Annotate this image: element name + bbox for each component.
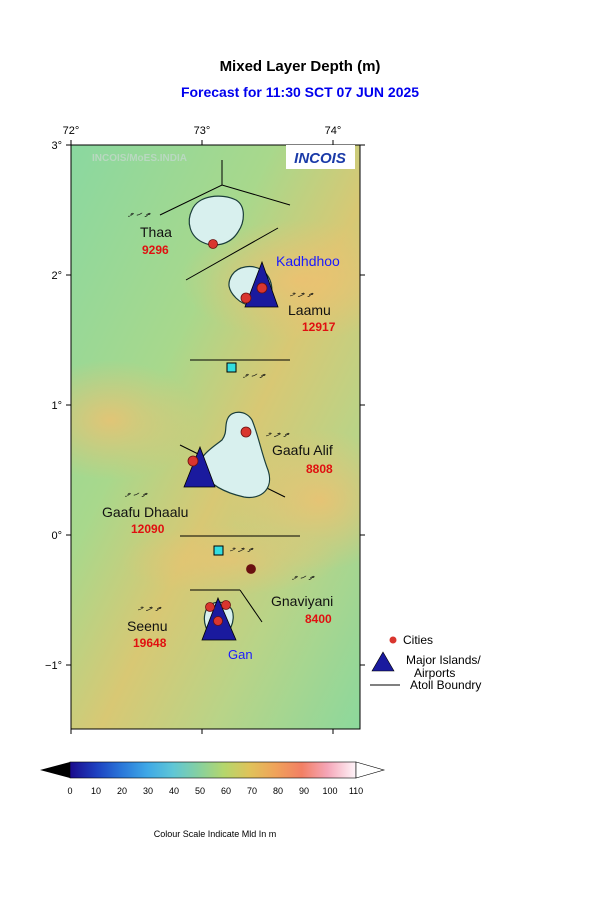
axis-ticks: [66, 140, 365, 734]
colorbar-ticks: 0 10 20 30 40 50 60 70 80 90 100 110: [67, 786, 363, 796]
lat-tick-minus1: −1°: [45, 660, 62, 672]
dhivehi-label: ތ ހ ވ: [292, 571, 316, 583]
dhivehi-label: ތ ލ މ: [266, 428, 290, 440]
island-marker: [226, 362, 237, 373]
airport-label-gan: Gan: [228, 647, 253, 662]
dhivehi-label: ތ ލ މ: [290, 288, 314, 300]
colorbar: [40, 761, 386, 779]
svg-text:INCOIS: INCOIS: [294, 150, 346, 167]
colorbar-tick-label: 30: [143, 786, 153, 796]
map-legend: Cities Major Islands/ Airports Atoll Bou…: [370, 633, 481, 692]
legend-major-islands-label: Major Islands/: [406, 653, 481, 667]
dhivehi-label: ތ ހ ވ: [243, 369, 267, 381]
colorbar-tick-label: 0: [67, 786, 72, 796]
colorbar-tick-label: 40: [169, 786, 179, 796]
atoll-value-gaafu-dhaalu: 12090: [131, 522, 165, 536]
atoll-name-gaafu-dhaalu: Gaafu Dhaalu: [102, 504, 188, 520]
city-icon: [256, 282, 268, 294]
atoll-value-seenu: 19648: [133, 636, 167, 650]
atoll-name-laamu: Laamu: [288, 302, 331, 318]
dhivehi-label: ތ ހ ވ: [125, 488, 149, 500]
map-frame: [70, 144, 361, 730]
legend-boundary-label: Atoll Boundry: [410, 678, 481, 692]
lon-tick-73: 73°: [194, 125, 211, 137]
legend-cities-label: Cities: [403, 633, 433, 647]
colorbar-tick-label: 100: [322, 786, 337, 796]
legend-city-icon: [389, 636, 397, 644]
dhivehi-label: ތ ލ މ: [138, 602, 162, 614]
colorbar-tick-label: 110: [349, 786, 363, 796]
forecast-subtitle: Forecast for 11:30 SCT 07 JUN 2025: [180, 84, 420, 100]
atoll-value-laamu: 12917: [302, 320, 336, 334]
incois-logo: INCOIS: [286, 145, 355, 169]
lat-tick-2: 2°: [51, 270, 62, 282]
atoll-name-gnaviyani: Gnaviyani: [271, 593, 333, 609]
atoll-value-gaafu-alif: 8808: [306, 462, 333, 476]
airport-icon: [183, 445, 216, 488]
colorbar-tick-label: 60: [221, 786, 231, 796]
colorbar-tick-label: 10: [91, 786, 101, 796]
atoll-value-gnaviyani: 8400: [305, 612, 332, 626]
city-icon: [205, 602, 215, 612]
colorbar-tick-label: 80: [273, 786, 283, 796]
lat-tick-3: 3°: [51, 140, 62, 152]
atoll-name-gaafu-alif: Gaafu Alif: [272, 442, 333, 458]
legend-airports-label: Airports: [414, 666, 455, 680]
page-title: Mixed Layer Depth (m): [219, 58, 381, 75]
dhivehi-label: ތ ލ މ: [230, 543, 254, 555]
city-icon: [208, 239, 218, 249]
atoll-value-thaa: 9296: [142, 243, 169, 257]
colorbar-caption: Colour Scale Indicate Mld In m: [154, 829, 277, 839]
watermark: INCOIS/MoES.INDIA: [92, 153, 187, 164]
city-icon: [240, 292, 252, 304]
city-icon: [246, 564, 256, 574]
city-icon: [187, 455, 199, 467]
legend-airport-icon: [371, 651, 395, 672]
colorbar-tick-label: 70: [247, 786, 257, 796]
lat-tick-0: 0°: [51, 530, 62, 542]
city-icon: [213, 616, 223, 626]
island-marker: [213, 545, 224, 556]
colorbar-tick-label: 90: [299, 786, 309, 796]
dhivehi-label: ތ ހ ވ: [128, 208, 152, 220]
lon-tick-74: 74°: [325, 125, 342, 137]
lat-tick-1: 1°: [51, 400, 62, 412]
atoll-name-thaa: Thaa: [140, 224, 172, 240]
city-icon: [240, 426, 252, 438]
atoll-name-seenu: Seenu: [127, 618, 167, 634]
colorbar-tick-label: 20: [117, 786, 127, 796]
lon-tick-72: 72°: [63, 125, 80, 137]
city-icon: [221, 600, 231, 610]
colorbar-tick-label: 50: [195, 786, 205, 796]
airport-label-kadhdhoo: Kadhdhoo: [276, 253, 340, 269]
